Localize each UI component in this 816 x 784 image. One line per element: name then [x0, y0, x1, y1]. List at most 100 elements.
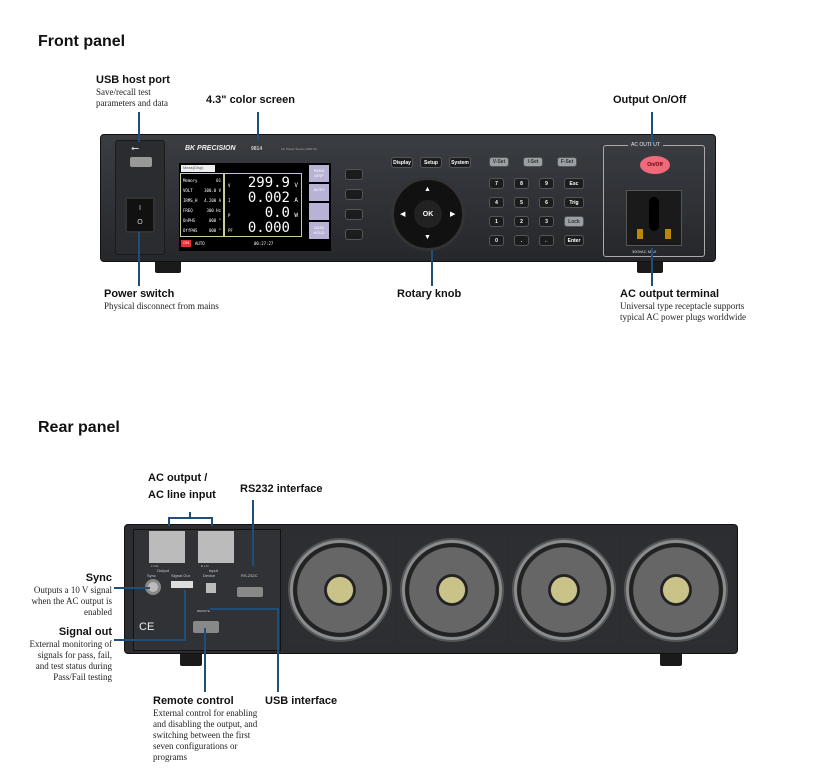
device-foot	[660, 652, 682, 666]
fan	[512, 538, 616, 642]
front-panel-title: Front panel	[38, 33, 126, 50]
rotary-knob-label: Rotary knob	[397, 288, 462, 300]
output-onoff-button[interactable]: On/Off	[640, 156, 670, 174]
soft-key[interactable]: DATA HOLD	[309, 222, 329, 239]
status-on: ON	[181, 240, 191, 247]
device-foot	[180, 652, 202, 666]
model-number: 9814	[251, 146, 263, 152]
rear-device: L N E Output E L N Input Sync Signal Out…	[124, 524, 738, 654]
arrow-down-icon[interactable]: ▼	[424, 234, 431, 241]
usb-device-label: Device	[203, 573, 216, 578]
side-key[interactable]	[345, 209, 363, 220]
keypad-key[interactable]: 4	[489, 197, 504, 208]
keypad-key[interactable]: 0	[489, 235, 504, 246]
usb-device-port[interactable]	[206, 583, 216, 593]
power-switch-label: Power switch	[104, 288, 175, 300]
ok-button[interactable]: OK	[414, 200, 442, 228]
keypad-key[interactable]: Enter	[564, 235, 584, 246]
rotary-knob[interactable]: OK ▲ ▼ ◀ ▶	[391, 177, 465, 251]
keypad-key[interactable]: Trig	[564, 197, 584, 208]
usb-icon: ⭠	[131, 143, 139, 154]
ac-output-panel: AC OUTPUT On/Off 300VAC MAX	[603, 142, 705, 257]
side-key[interactable]	[345, 229, 363, 240]
input-label: Input	[209, 568, 218, 573]
sync-port-label: Sync	[147, 573, 156, 578]
keypad-key[interactable]: 3	[539, 216, 554, 227]
ac-output-title: AC OUTPUT	[628, 142, 663, 148]
status-mode: AUTO	[195, 241, 205, 246]
keypad-key[interactable]: 8	[514, 178, 529, 189]
keypad-key[interactable]: 2	[514, 216, 529, 227]
sync-label: Sync	[85, 572, 112, 584]
ac-output-terminal-block[interactable]	[149, 531, 185, 563]
sync-bnc-connector[interactable]	[145, 579, 161, 595]
color-screen-label: 4.3" color screen	[206, 94, 295, 106]
fan	[288, 538, 392, 642]
soft-key[interactable]: AUTO	[309, 184, 329, 201]
lcd-tab: Meas(Disp)	[181, 165, 215, 172]
side-key[interactable]	[345, 189, 363, 200]
arrow-up-icon[interactable]: ▲	[424, 186, 431, 193]
fan	[400, 538, 504, 642]
arrow-right-icon[interactable]: ▶	[450, 211, 456, 218]
signal-out-connector[interactable]	[171, 581, 193, 588]
keypad-key[interactable]: 5	[514, 197, 529, 208]
usb-host-port[interactable]	[130, 157, 152, 167]
ac-output-terminal-label: AC output terminal	[620, 288, 719, 300]
status-time: 00:27:27	[254, 241, 274, 246]
keypad-key[interactable]: 7	[489, 178, 504, 189]
keypad-key[interactable]: ←	[539, 235, 554, 246]
set-key-v-set[interactable]: V-Set	[489, 157, 509, 167]
side-key[interactable]	[345, 169, 363, 180]
remote-port-label: REMOTE	[197, 609, 210, 613]
ac-output-input-label: AC output /AC line input	[148, 472, 216, 501]
keypad-key[interactable]: 1	[489, 216, 504, 227]
ac-input-terminal-block[interactable]	[198, 531, 234, 563]
usb-interface-label: USB interface	[265, 695, 338, 707]
remote-port[interactable]	[193, 621, 219, 633]
output-onoff-label: Output On/Off	[613, 94, 687, 106]
rs232-label: RS232 interface	[240, 483, 323, 495]
soft-key[interactable]	[309, 203, 329, 220]
signal-out-label: Signal out	[58, 626, 112, 638]
keypad-key[interactable]: .	[514, 235, 529, 246]
keypad-key[interactable]: 9	[539, 178, 554, 189]
keypad-key[interactable]: Esc	[564, 178, 584, 189]
menu-key-system[interactable]: System	[449, 157, 471, 168]
menu-key-display[interactable]: Display	[391, 157, 413, 168]
menu-key-setup[interactable]: Setup	[420, 157, 442, 168]
remote-control-label: Remote control	[153, 695, 234, 707]
rear-panel-title: Rear panel	[38, 419, 120, 436]
set-key-f-set[interactable]: F-Set	[557, 157, 577, 167]
keypad-key[interactable]: Lock	[564, 216, 584, 227]
ce-mark: CE	[139, 621, 155, 633]
ac-max-label: 300VAC MAX	[632, 249, 657, 254]
rs232-port[interactable]	[237, 587, 263, 597]
rs232c-port-label: RS-232C	[241, 573, 258, 578]
keypad-key[interactable]: 6	[539, 197, 554, 208]
input-pins: E L N	[201, 564, 209, 568]
output-pins: L N E	[151, 564, 159, 568]
soft-key[interactable]: PARA DISP	[309, 165, 329, 182]
brand-logo: BK PRECISION	[185, 145, 236, 152]
arrow-left-icon[interactable]: ◀	[400, 211, 406, 218]
power-switch-desc: Physical disconnect from mains	[104, 301, 219, 311]
model-desc: AC Power Source 1000 VA	[281, 147, 317, 151]
set-key-i-set[interactable]: I-Set	[523, 157, 543, 167]
